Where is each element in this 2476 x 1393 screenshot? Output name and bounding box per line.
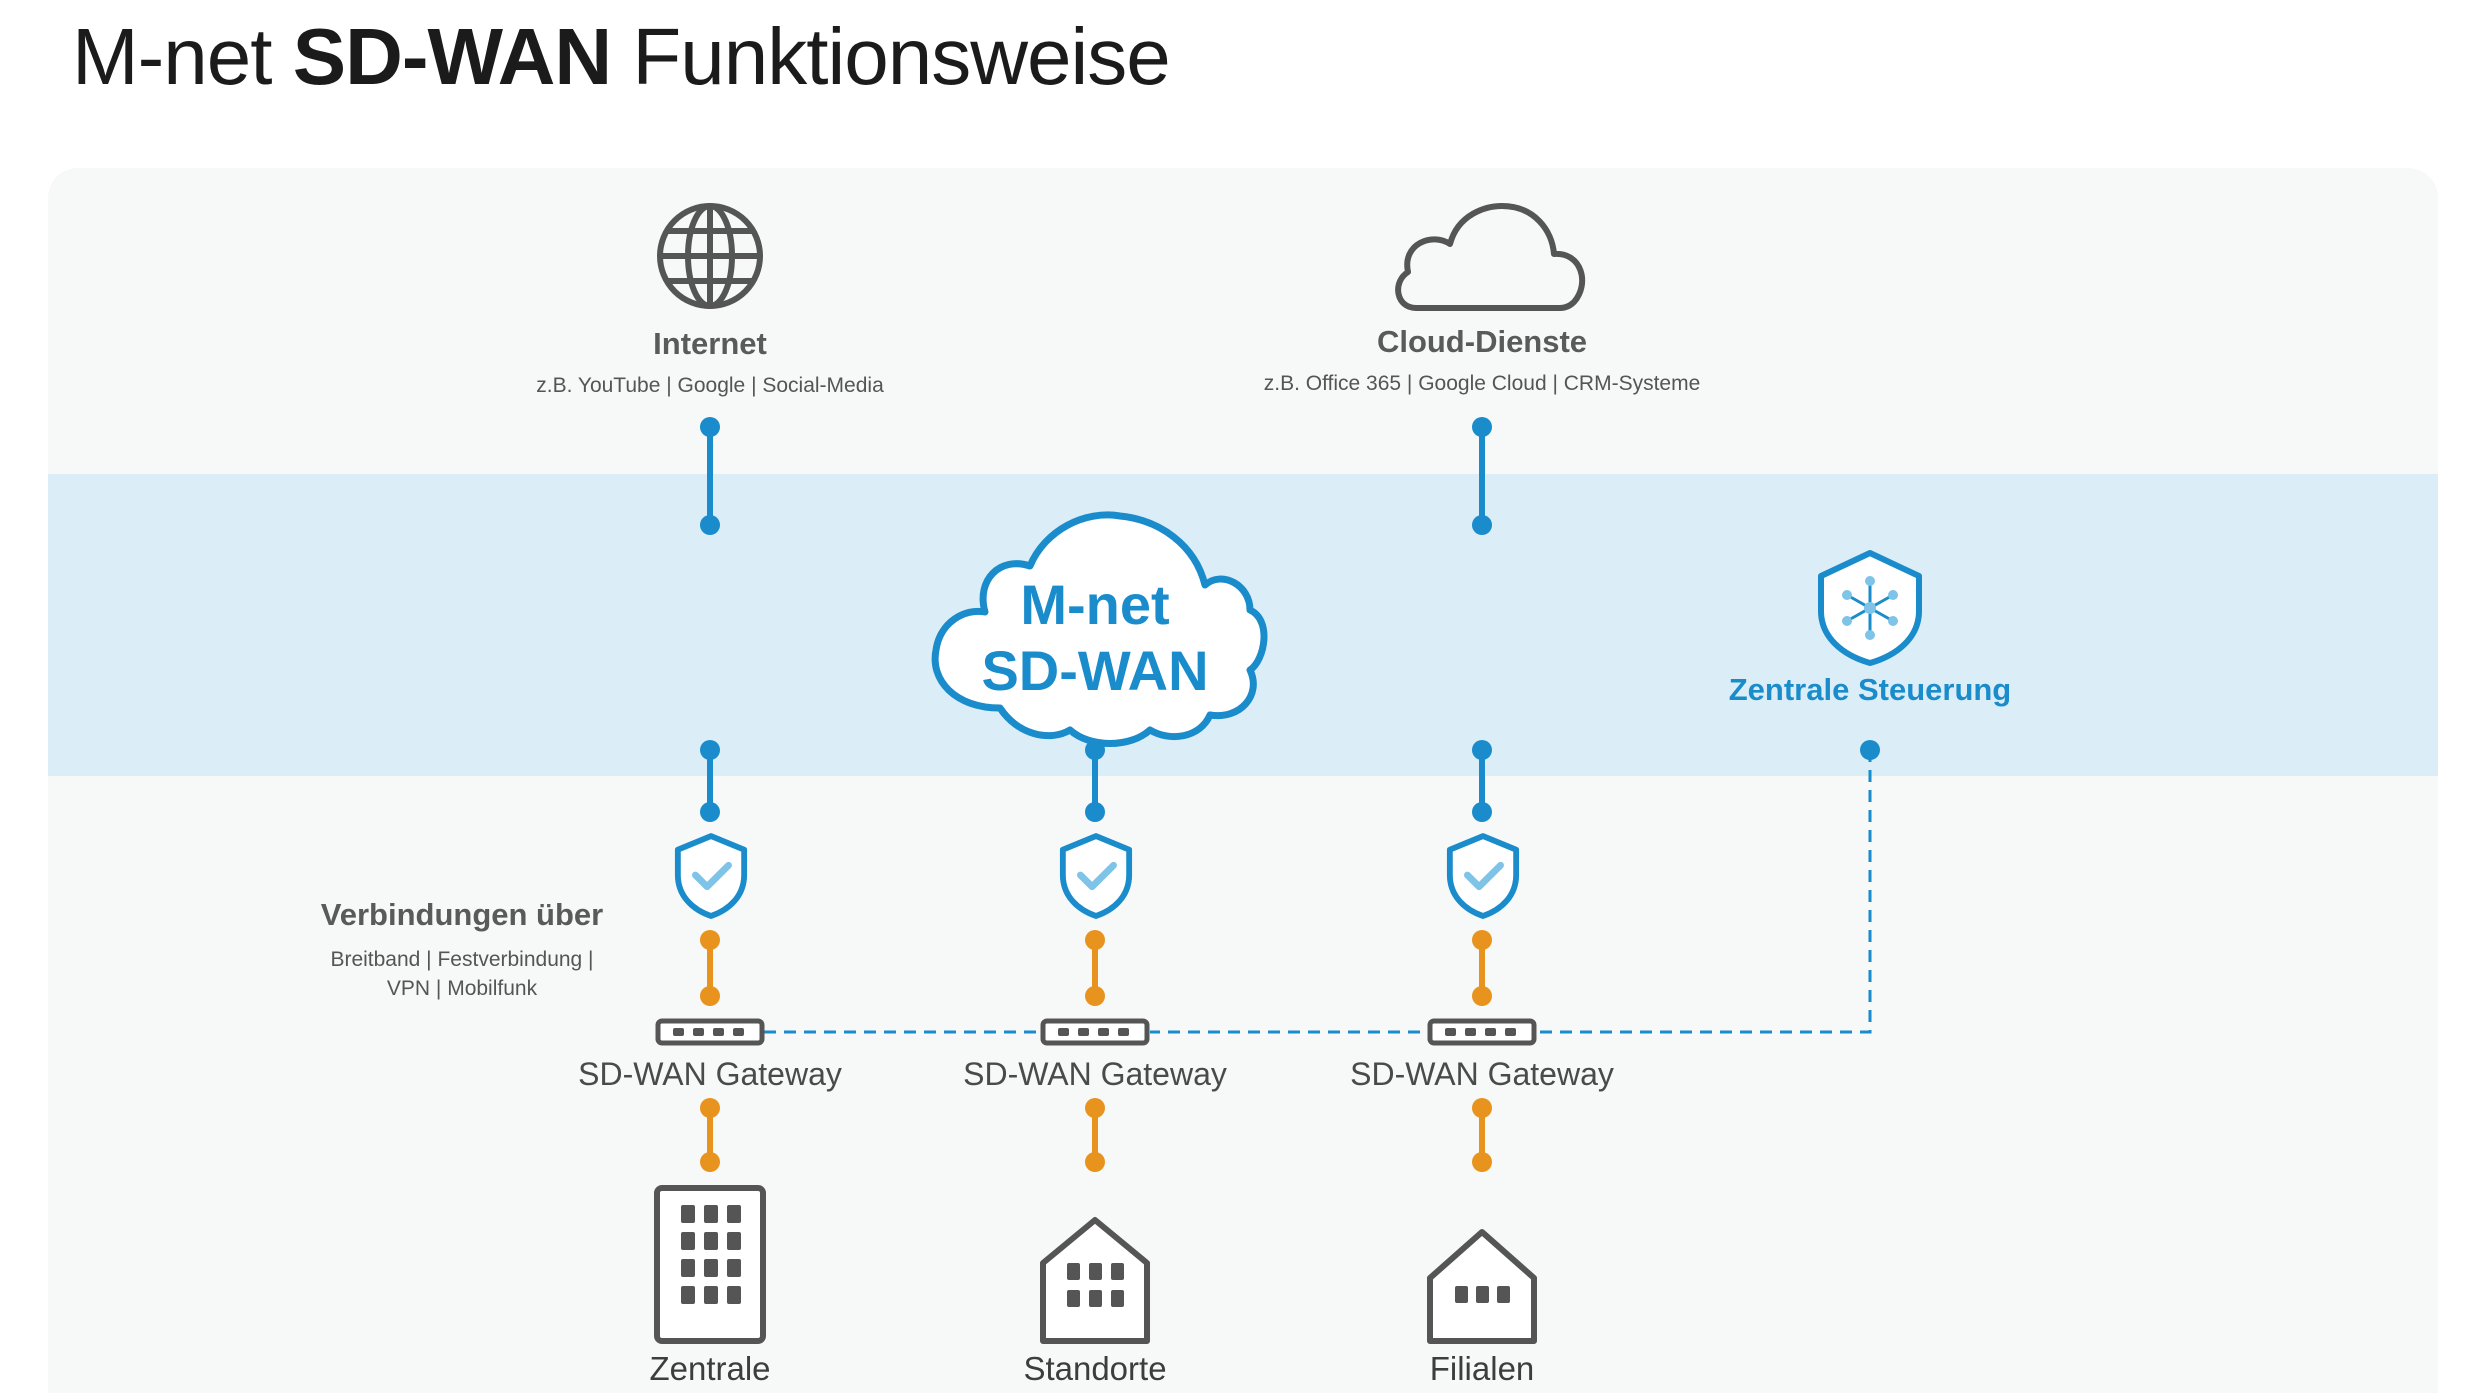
gateway-router-icon: [1043, 1021, 1147, 1043]
title-suffix: Funktionsweise: [632, 12, 1170, 101]
house-icon: [1427, 1229, 1537, 1344]
internet-heading: Internet: [653, 326, 767, 361]
control-dashed-line: [764, 750, 1872, 1034]
connections-line1: Breitband | Festverbindung |: [330, 948, 594, 971]
site-label-filialen: Filialen: [1429, 1350, 1535, 1387]
shield-check-icon: [1063, 836, 1129, 916]
column-filialen: [1427, 740, 1537, 1344]
title-prefix: M-net: [72, 12, 272, 101]
cloud-services-heading: Cloud-Dienste: [1376, 324, 1588, 359]
cloud-services-connector: [1472, 417, 1492, 535]
gateway-label: SD-WAN Gateway: [963, 1056, 1227, 1092]
globe-icon: [657, 203, 763, 309]
cloud-icon: [1395, 203, 1586, 311]
page-title: M-net SD-WAN Funktionsweise: [72, 2, 1171, 112]
gateway-label: SD-WAN Gateway: [1350, 1056, 1614, 1092]
shield-network-icon: [1818, 550, 1922, 666]
title-bold: SD-WAN: [292, 12, 612, 101]
building-icon: [1040, 1217, 1150, 1344]
gateway-label: SD-WAN Gateway: [578, 1056, 842, 1092]
connections-heading: Verbindungen über: [320, 897, 604, 932]
shield-check-icon: [1450, 836, 1516, 916]
diagram-panel: [48, 168, 2438, 1393]
shield-check-icon: [678, 836, 744, 916]
office-tower-icon: [654, 1185, 766, 1344]
site-label-standorte: Standorte: [1023, 1350, 1167, 1387]
internet-connector: [700, 417, 720, 535]
column-standorte: [1040, 740, 1150, 1344]
connections-line2: VPN | Mobilfunk: [386, 977, 538, 1000]
column-zentrale: [654, 740, 766, 1344]
site-label-zentrale: Zentrale: [649, 1350, 771, 1387]
connections-legend: Verbindungen über Breitband | Festverbin…: [321, 897, 603, 1003]
gateway-router-icon: [1430, 1021, 1534, 1043]
control-label: Zentrale Steuerung: [1728, 672, 2012, 707]
cloud-services-examples: z.B. Office 365 | Google Cloud | CRM-Sys…: [1263, 372, 1701, 395]
internet-examples: z.B. YouTube | Google | Social-Media: [536, 374, 884, 397]
gateway-router-icon: [658, 1021, 762, 1043]
control-connector-dot: [1860, 740, 1880, 760]
sdwan-cloud-line1: M-net: [1020, 573, 1170, 636]
sdwan-cloud-shape: [931, 511, 1268, 747]
sdwan-cloud-label: M-net SD-WAN: [981, 572, 1208, 704]
sdwan-cloud-line2: SD-WAN: [981, 639, 1209, 702]
